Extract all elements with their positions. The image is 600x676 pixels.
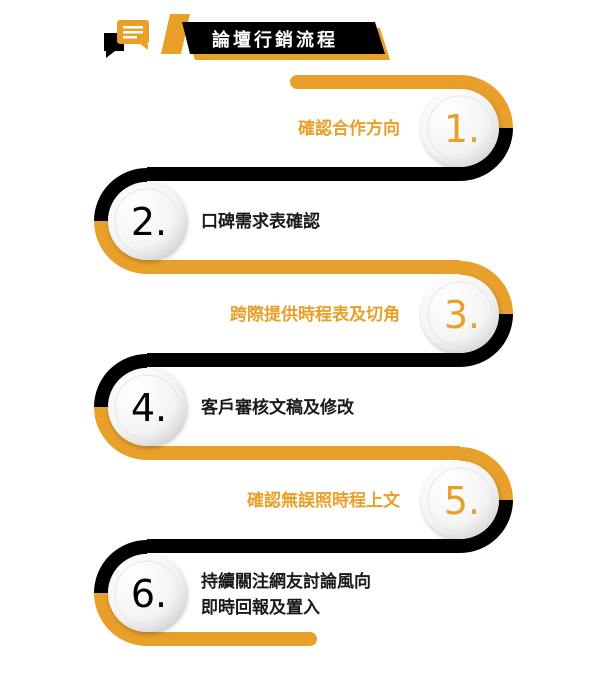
step-number: 5. bbox=[444, 479, 480, 523]
step-circle bbox=[421, 89, 499, 167]
step-circle-ring bbox=[427, 95, 493, 161]
track-arc bbox=[94, 592, 148, 646]
track-arc bbox=[459, 75, 513, 129]
step-number: 1. bbox=[444, 107, 480, 151]
step-circle bbox=[108, 554, 186, 632]
step-circle bbox=[108, 182, 186, 260]
track-arc bbox=[94, 168, 148, 222]
step-circle bbox=[108, 368, 186, 446]
step-circle-ring bbox=[427, 281, 493, 347]
header-title: 論壇行銷流程 bbox=[212, 29, 338, 51]
speech-bubble-icon bbox=[104, 20, 149, 58]
track-arc bbox=[459, 499, 513, 553]
step-1: 1. 確認合作方向 bbox=[298, 89, 499, 167]
track-arc bbox=[459, 313, 513, 367]
header: 論壇行銷流程 bbox=[104, 14, 390, 60]
track-arc bbox=[459, 447, 513, 501]
track-arc bbox=[459, 261, 513, 315]
process-track bbox=[94, 75, 513, 646]
step-label: 口碑需求表確認 bbox=[201, 211, 320, 232]
step-circle-ring bbox=[114, 560, 180, 626]
track-arc bbox=[94, 220, 148, 274]
track-arc bbox=[94, 406, 148, 460]
step-label: 持續關注網友討論風向 bbox=[201, 571, 371, 592]
step-circle-ring bbox=[114, 188, 180, 254]
step-circle-ring bbox=[114, 374, 180, 440]
track-arc bbox=[94, 540, 148, 594]
step-4: 4. 客戶審核文稿及修改 bbox=[108, 368, 355, 446]
step-number: 3. bbox=[444, 293, 480, 337]
step-label: 跨際提供時程表及切角 bbox=[230, 304, 400, 325]
step-2: 2. 口碑需求表確認 bbox=[108, 182, 320, 260]
step-3: 3. 跨際提供時程表及切角 bbox=[230, 275, 499, 353]
step-label: 確認合作方向 bbox=[298, 118, 400, 139]
header-banner bbox=[182, 22, 385, 54]
step-circle bbox=[421, 275, 499, 353]
step-number: 4. bbox=[131, 386, 167, 430]
step-number: 6. bbox=[131, 572, 167, 616]
step-label: 客戶審核文稿及修改 bbox=[200, 397, 355, 418]
step-circle bbox=[421, 461, 499, 539]
process-steps: 1. 確認合作方向 2. 口碑需求表確認 3. 跨際提供時程表及切角 4. 客戶審核文稿及修改… bbox=[108, 89, 499, 632]
step-label-line2: 即時回報及置入 bbox=[201, 597, 320, 618]
step-5: 5. 確認無誤照時程上文 bbox=[247, 461, 499, 539]
track-arc bbox=[94, 354, 148, 408]
step-label: 確認無誤照時程上文 bbox=[247, 490, 401, 511]
step-number: 2. bbox=[131, 200, 167, 244]
step-circle-ring bbox=[427, 467, 493, 533]
track-arc bbox=[459, 127, 513, 181]
